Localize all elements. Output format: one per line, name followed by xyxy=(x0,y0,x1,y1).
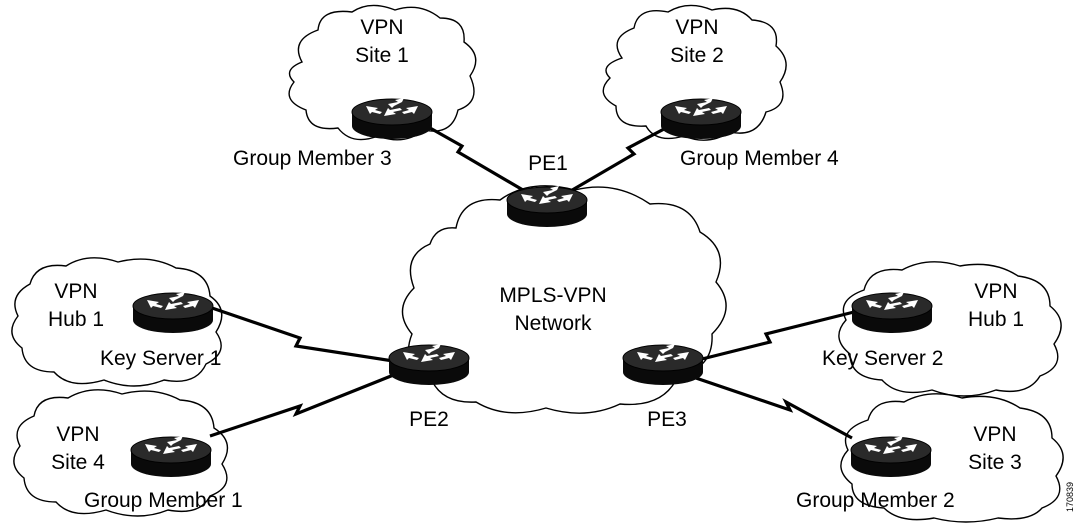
cloud-vpn-site-2 xyxy=(602,4,787,141)
cloud-vpn-site-1 xyxy=(288,4,477,141)
site4-line2: Site 4 xyxy=(51,451,105,474)
router-pe3 xyxy=(622,343,704,386)
hub-right-line1: VPN xyxy=(974,280,1017,303)
cloud-vpn-site-3 xyxy=(840,393,1064,523)
site2-line1: VPN xyxy=(675,16,718,39)
router-key-server-2 xyxy=(851,291,933,334)
hub-right-device-label: Key Server 2 xyxy=(822,347,943,370)
link-gm3-pe1 xyxy=(429,126,541,202)
site2-line2: Site 2 xyxy=(670,44,724,67)
pe2-label: PE2 xyxy=(409,408,449,431)
site3-line2: Site 3 xyxy=(968,451,1022,474)
site3-device-label: Group Member 2 xyxy=(796,489,955,512)
router-group-member-2 xyxy=(850,435,932,478)
site1-device-label: Group Member 3 xyxy=(233,147,392,170)
link-ks1-pe2 xyxy=(211,306,401,364)
site1-line2: Site 1 xyxy=(355,44,409,67)
pe1-label: PE1 xyxy=(528,152,568,175)
hub-left-line2: Hub 1 xyxy=(48,308,104,331)
router-group-member-4 xyxy=(660,97,742,140)
pe3-label: PE3 xyxy=(647,408,687,431)
site1-line1: VPN xyxy=(360,16,403,39)
hub-left-device-label: Key Server 1 xyxy=(100,347,221,370)
cloud-vpn-hub-left xyxy=(11,257,223,387)
link-gm1-pe2 xyxy=(209,372,397,438)
link-pe3-ks2 xyxy=(689,310,855,364)
router-pe1 xyxy=(506,185,588,228)
router-pe2 xyxy=(388,343,470,386)
router-group-member-1 xyxy=(130,435,212,478)
site3-line1: VPN xyxy=(973,423,1016,446)
figure-id: 170839 xyxy=(1065,482,1075,512)
network-line1: MPLS-VPN xyxy=(499,284,606,307)
link-gm4-pe1 xyxy=(561,126,667,198)
site4-device-label: Group Member 1 xyxy=(84,489,243,512)
site2-device-label: Group Member 4 xyxy=(680,147,839,170)
hub-right-line2: Hub 1 xyxy=(968,308,1024,331)
cloud-vpn-site-4 xyxy=(13,389,229,517)
site4-line1: VPN xyxy=(56,423,99,446)
router-key-server-1 xyxy=(132,291,214,334)
router-group-member-3 xyxy=(351,97,433,140)
network-line2: Network xyxy=(514,312,592,335)
hub-left-line1: VPN xyxy=(54,280,97,303)
link-pe3-gm2 xyxy=(689,374,853,440)
